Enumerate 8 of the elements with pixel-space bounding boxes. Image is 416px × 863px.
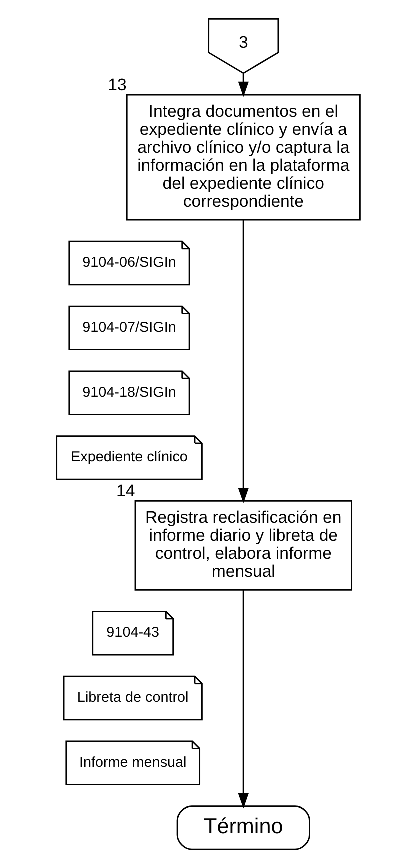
node-box: Registra reclasificación en informe diario y libreta de control, elabora informe mensual	[134, 500, 352, 591]
node-box: Integra documentos en el expediente clínico y envía a archivo clínico y/o captura la información en la plataforma del expediente clínico correspondiente	[126, 94, 360, 221]
node-label: 13	[108, 76, 126, 95]
arrow	[238, 220, 248, 504]
arrow	[238, 74, 248, 98]
node-box: Término	[176, 806, 310, 850]
arrow	[238, 590, 248, 809]
node-label: 14	[116, 482, 135, 501]
